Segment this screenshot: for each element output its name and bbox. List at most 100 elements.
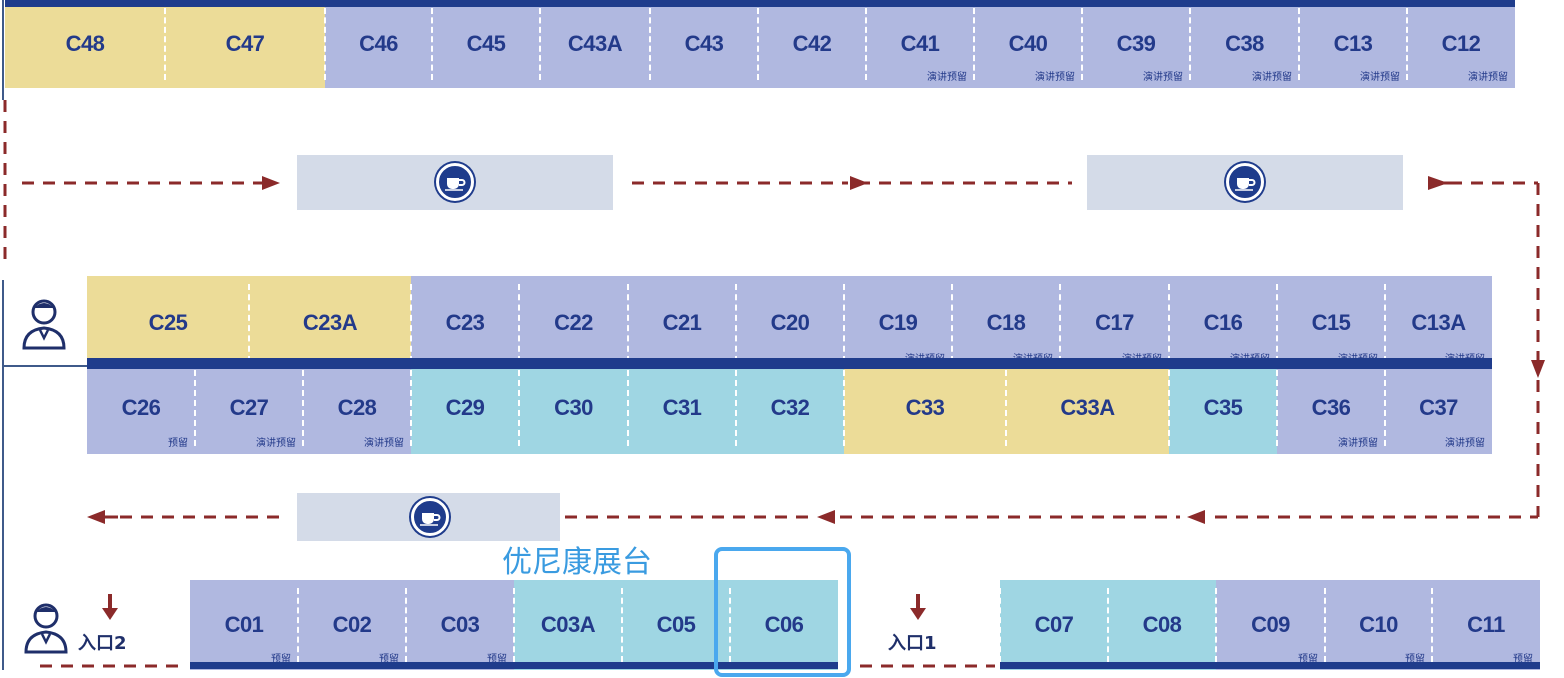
booth-note: 演讲预留 <box>364 438 404 449</box>
booth-c43: C43 <box>650 0 758 88</box>
booth-divider <box>843 284 845 362</box>
booth-code: C28 <box>337 395 377 420</box>
booth-c13: C13 演讲预留 <box>1299 0 1407 88</box>
booth-code: C45 <box>466 31 506 56</box>
booth-note: 预留 <box>271 654 291 665</box>
booth-code: C01 <box>224 612 264 637</box>
coffee-cup-icon <box>436 163 474 201</box>
booth-code: C32 <box>770 395 810 420</box>
person-icon <box>22 600 70 659</box>
booth-c19: C19演讲预留 <box>844 276 952 370</box>
booth-divider <box>621 588 623 662</box>
booth-c48: C48 <box>5 0 165 88</box>
booth-code: C26 <box>121 395 161 420</box>
booth-c30: C30 <box>519 362 628 454</box>
booth-divider <box>1406 8 1408 80</box>
booth-wall-bar <box>87 362 1492 369</box>
booth-code: C06 <box>764 612 804 637</box>
booth-c23: C23 <box>411 276 519 370</box>
booth-divider <box>735 370 737 446</box>
booth-c22: C22 <box>519 276 628 370</box>
booth-c43a: C43A <box>540 0 650 88</box>
booth-c31: C31 <box>628 362 736 454</box>
booth-divider <box>302 370 304 446</box>
booth-c03a: C03A <box>514 580 622 670</box>
booth-wall-bar <box>190 662 838 669</box>
booth-note: 演讲预留 <box>927 72 967 83</box>
booth-note: 演讲预留 <box>1468 72 1508 83</box>
highlighted-booth-frame <box>714 547 851 677</box>
booth-note: 预留 <box>487 654 507 665</box>
booth-divider <box>1324 588 1326 662</box>
booth-note: 预留 <box>1513 654 1533 665</box>
booth-code: C18 <box>986 310 1026 335</box>
booth-code: C15 <box>1311 310 1351 335</box>
booth-note: 预留 <box>1405 654 1425 665</box>
booth-divider <box>513 588 515 662</box>
booth-divider <box>539 8 541 80</box>
booth-wall-bar <box>5 0 1515 7</box>
booth-divider <box>1384 284 1386 362</box>
booth-c36: C36 演讲预留 <box>1277 362 1385 454</box>
booth-c10: C10 预留 <box>1325 580 1432 670</box>
booth-divider <box>627 284 629 362</box>
booth-code: C03A <box>540 612 596 637</box>
booth-code: C31 <box>662 395 702 420</box>
booth-code: C11 <box>1467 612 1505 637</box>
booth-wall-bar <box>87 358 1492 365</box>
booth-code: C23 <box>445 310 485 335</box>
booth-code: C25 <box>148 310 188 335</box>
booth-divider <box>735 284 737 362</box>
booth-c01: C01 预留 <box>190 580 298 670</box>
booth-c17: C17演讲预留 <box>1060 276 1169 370</box>
booth-divider <box>297 588 299 662</box>
booth-code: C07 <box>1034 612 1074 637</box>
booth-divider <box>1276 370 1278 446</box>
booth-code: C46 <box>359 31 398 56</box>
booth-c06: C06 <box>730 580 838 670</box>
booth-code: C10 <box>1359 612 1398 637</box>
booth-c15: C15演讲预留 <box>1277 276 1385 370</box>
booth-code: C33A <box>1060 395 1115 420</box>
booth-c32: C32 <box>736 362 844 454</box>
booth-divider <box>1215 588 1217 662</box>
person-icon <box>20 296 68 355</box>
booth-divider <box>999 588 1001 662</box>
down-arrow-icon <box>908 594 928 625</box>
entrance-1-label: 入口1 <box>888 633 937 654</box>
booth-divider <box>431 8 433 80</box>
booth-c28: C28 演讲预留 <box>303 362 411 454</box>
highlight-label: 优尼康展台 <box>502 545 652 580</box>
booth-code: C35 <box>1203 395 1243 420</box>
booth-note: 预留 <box>1298 654 1318 665</box>
down-arrow-icon <box>100 594 120 625</box>
booth-code: C29 <box>445 395 485 420</box>
booth-code: C12 <box>1441 31 1481 56</box>
booth-code: C36 <box>1311 395 1351 420</box>
booth-divider <box>194 370 196 446</box>
booth-divider <box>843 370 845 446</box>
booth-code: C13 <box>1333 31 1373 56</box>
booth-divider <box>1384 370 1386 446</box>
booth-divider <box>627 370 629 446</box>
booth-divider <box>729 588 731 662</box>
booth-divider <box>1168 284 1170 362</box>
booth-note: 预留 <box>168 438 188 449</box>
booth-note: 演讲预留 <box>1360 72 1400 83</box>
entrance-2-label: 入口2 <box>78 633 127 654</box>
booth-code: C42 <box>792 31 832 56</box>
booth-divider <box>1168 370 1170 446</box>
booth-divider <box>1081 8 1083 80</box>
booth-wall-bar <box>1000 662 1540 669</box>
booth-c26: C26 预留 <box>87 362 195 454</box>
booth-divider <box>1431 588 1433 662</box>
booth-note: 演讲预留 <box>1338 438 1378 449</box>
coffee-cup-icon <box>1226 163 1264 201</box>
